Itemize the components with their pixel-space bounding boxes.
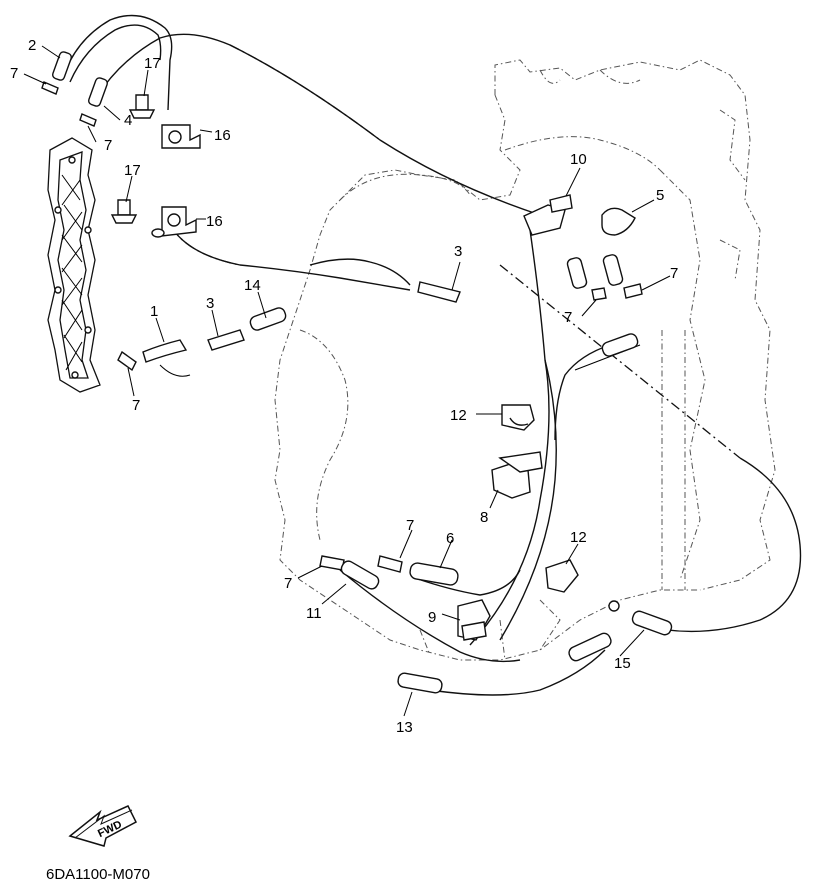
callout-7: 7 (564, 309, 572, 326)
callout-4: 4 (124, 112, 132, 129)
callout-17: 17 (144, 55, 161, 72)
callout-7: 7 (132, 397, 140, 414)
callout-16: 16 (214, 127, 231, 144)
callout-7: 7 (284, 575, 292, 592)
callout-5: 5 (656, 187, 664, 204)
callout-7: 7 (104, 137, 112, 154)
callout-15: 15 (614, 655, 631, 672)
callout-16: 16 (206, 213, 223, 230)
callout-7: 7 (670, 265, 678, 282)
engine-block-outline (274, 59, 776, 661)
callout-3: 3 (454, 243, 462, 260)
callout-12: 12 (570, 529, 587, 546)
callout-10: 10 (570, 151, 587, 168)
callout-6: 6 (446, 530, 454, 547)
callout-1: 1 (150, 303, 158, 320)
callout-8: 8 (480, 509, 488, 526)
diagram-code: 6DA1100-M070 (46, 866, 150, 883)
fwd-arrow: FWD (68, 805, 137, 847)
callout-7: 7 (406, 517, 414, 534)
callout-11: 11 (306, 605, 322, 622)
hose-routing (61, 14, 802, 696)
callout-7: 7 (10, 65, 18, 82)
callout-12: 12 (450, 407, 467, 424)
callout-14: 14 (244, 277, 261, 294)
callout-3: 3 (206, 295, 214, 312)
callout-13: 13 (396, 719, 413, 736)
callout-labels: 2 7 17 4 7 16 17 16 3 14 1 3 7 10 5 7 7 … (10, 37, 678, 736)
callout-17: 17 (124, 162, 141, 179)
parts (41, 51, 673, 694)
callout-9: 9 (428, 609, 436, 626)
callout-leaders (23, 45, 671, 717)
callout-2: 2 (28, 37, 36, 54)
gasket-plate (47, 137, 101, 393)
